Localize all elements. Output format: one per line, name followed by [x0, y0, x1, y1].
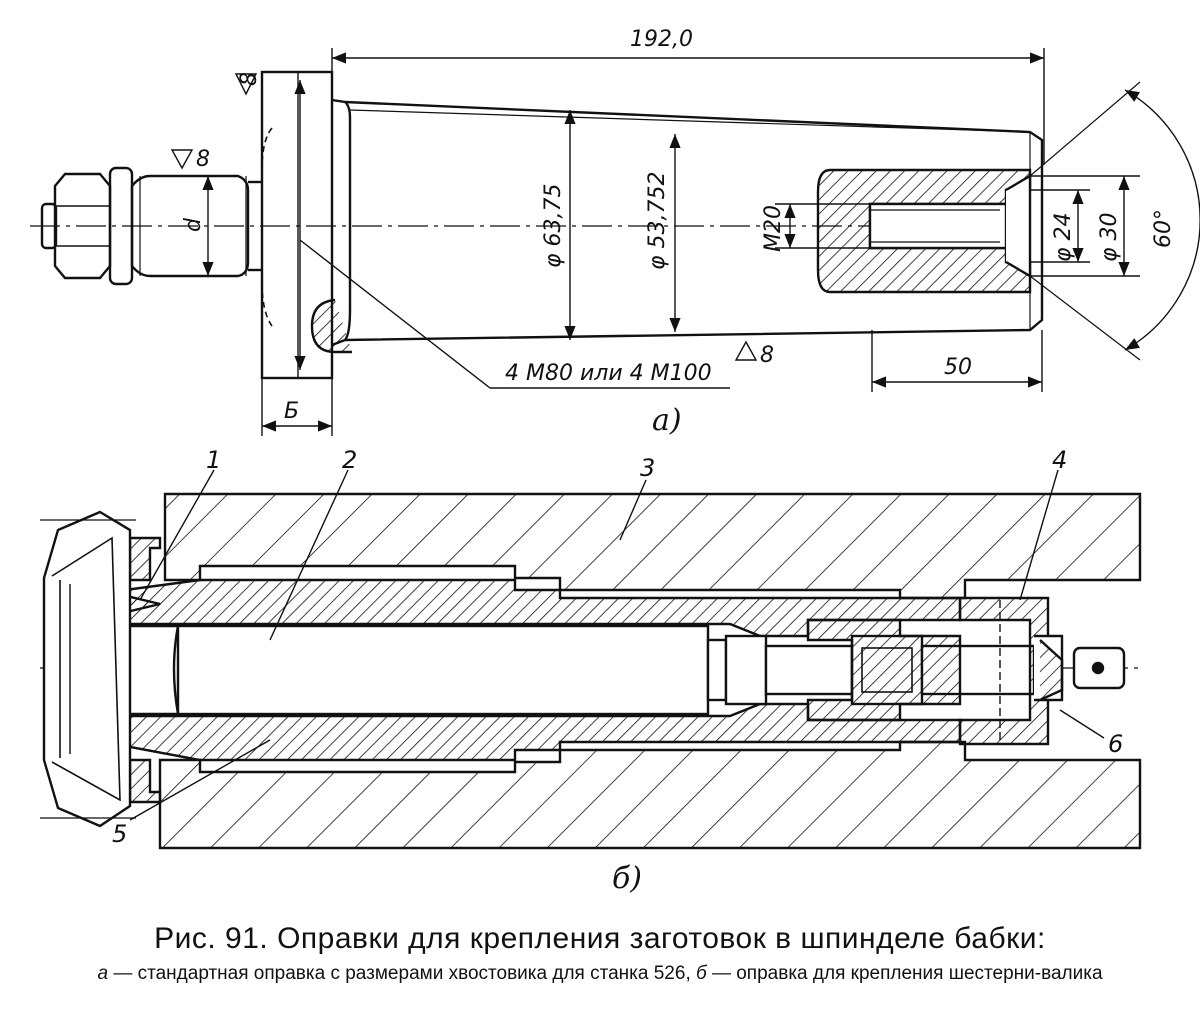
figure-caption-legend: а — стандартная оправка с размерами хвос… — [0, 962, 1200, 986]
part-label-6: 6 — [1108, 730, 1123, 758]
dim-bolts: 4 М80 или 4 М100 — [505, 361, 712, 386]
dim-dia-1: φ 63,75 — [541, 184, 566, 269]
bolt-slot — [310, 298, 352, 354]
part-label-4: 4 — [1052, 446, 1067, 474]
roughness-mark — [234, 73, 258, 96]
taper-body — [331, 98, 352, 347]
dim-d: d — [181, 217, 206, 232]
dim-dia-3: φ 24 — [1051, 213, 1076, 263]
legend-text-b: — оправка для крепления шестерни-валика — [706, 963, 1103, 984]
dim-angle: 60° — [1151, 209, 1176, 248]
figure-a-sublabel: а) — [652, 403, 682, 438]
dim-thread: M20 — [761, 205, 786, 252]
legend-text-a: — стандартная оправка с размерами хвосто… — [108, 963, 691, 984]
figure-a-mandrel — [30, 70, 1141, 380]
figure-caption-title: Рис. 91. Оправки для крепления заготовок… — [154, 922, 1046, 955]
roughness-mark — [170, 149, 194, 170]
legend-letter-b: б — [696, 963, 707, 984]
legend-letter-a: а — [97, 963, 109, 984]
dim-len-50: 50 — [944, 355, 972, 380]
gear-wheel — [42, 510, 132, 828]
part-label-1: 1 — [206, 446, 221, 474]
dim-dia-4: φ 30 — [1097, 213, 1122, 263]
part-label-3: 3 — [640, 454, 655, 482]
part-label-5: 5 — [112, 820, 127, 848]
shank — [130, 174, 250, 278]
roughness-value: 8 — [196, 147, 210, 172]
bolt-end — [40, 202, 58, 250]
roughness-mark — [734, 340, 758, 361]
thread-bottom — [128, 758, 162, 804]
flange — [260, 70, 334, 380]
roughness-value: 8 — [237, 72, 262, 86]
dim-length: 192,0 — [630, 27, 693, 52]
figure-b-leaders — [129, 469, 1105, 821]
roughness-value: 8 — [760, 343, 774, 368]
figure-b-assembly — [40, 492, 1142, 850]
collet — [806, 618, 962, 722]
part-label-2: 2 — [342, 446, 357, 474]
dim-width-b: Б — [284, 399, 299, 424]
dim-dia-2: φ 53,752 — [645, 172, 670, 270]
figure-b-sublabel: б) — [612, 861, 642, 896]
figure-a-dimensions — [170, 48, 1200, 436]
technical-drawing: 192,0 d φ 63,75 φ 53,752 M20 φ 24 φ 30 6… — [30, 27, 1200, 896]
